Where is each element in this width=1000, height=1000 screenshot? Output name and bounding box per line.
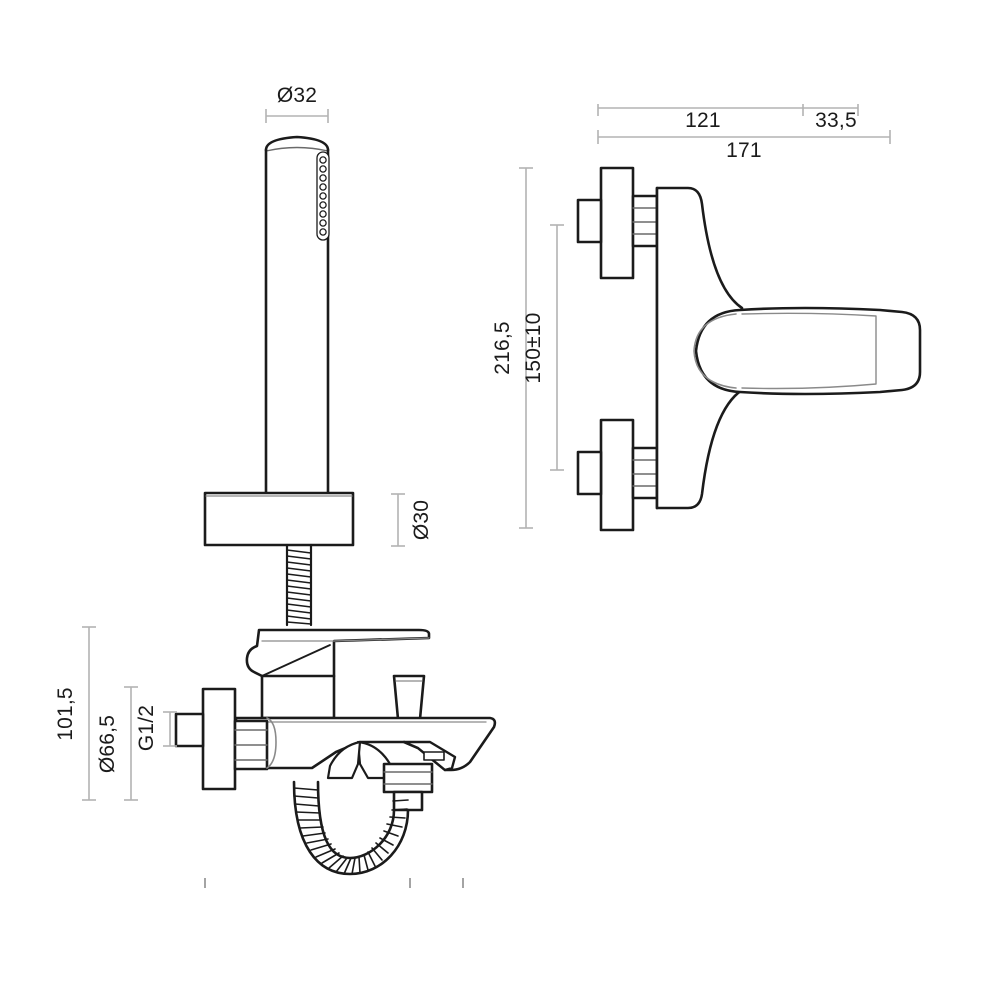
hand-shower-holder-block bbox=[203, 491, 355, 547]
dimline-flange-diameter bbox=[123, 686, 139, 801]
hand-shower-handle bbox=[264, 135, 330, 495]
dimline-holder-diameter bbox=[390, 493, 406, 547]
dim-label-spout-height: 101,5 bbox=[54, 687, 77, 741]
dim-label-body-depth: 121 bbox=[685, 109, 721, 132]
dimline-handshower-diameter bbox=[265, 108, 329, 124]
dimline-total-height bbox=[518, 167, 534, 529]
dimline-thread-size bbox=[162, 711, 178, 747]
diverter-knob bbox=[392, 674, 426, 721]
side-view-lower-flange bbox=[576, 418, 659, 532]
dimline-depth-chain bbox=[597, 104, 859, 116]
dimline-inlet-spacing bbox=[549, 224, 565, 471]
dimline-total-depth bbox=[597, 129, 891, 145]
shower-hose-upper bbox=[285, 543, 313, 627]
dim-label-holder-diameter: Ø30 bbox=[410, 500, 433, 540]
baseline-reference-ticks bbox=[204, 878, 464, 888]
mixer-cartridge-neck bbox=[260, 674, 336, 720]
dim-label-handshower-diameter: Ø32 bbox=[277, 84, 317, 107]
shower-spray-holes bbox=[316, 151, 330, 241]
mixer-lever-handle-front bbox=[245, 628, 431, 678]
dim-label-flange-diameter: Ø66,5 bbox=[96, 715, 119, 773]
wall-flange-left-front bbox=[174, 687, 277, 791]
mixer-lever-handle-side bbox=[693, 306, 922, 396]
dimline-spout-height bbox=[81, 626, 97, 801]
side-view-upper-flange bbox=[576, 166, 659, 280]
dim-label-thread-size: G1/2 bbox=[135, 705, 158, 751]
dim-label-total-height: 216,5 bbox=[491, 321, 514, 375]
hose-connection-nut bbox=[382, 762, 434, 812]
dim-label-lever-overhang: 33,5 bbox=[815, 109, 857, 132]
dim-label-total-depth: 171 bbox=[726, 139, 762, 162]
mixer-body-and-spout bbox=[234, 716, 497, 780]
shower-hose-loop bbox=[292, 780, 410, 876]
dim-label-inlet-spacing: 150±10 bbox=[522, 312, 545, 383]
